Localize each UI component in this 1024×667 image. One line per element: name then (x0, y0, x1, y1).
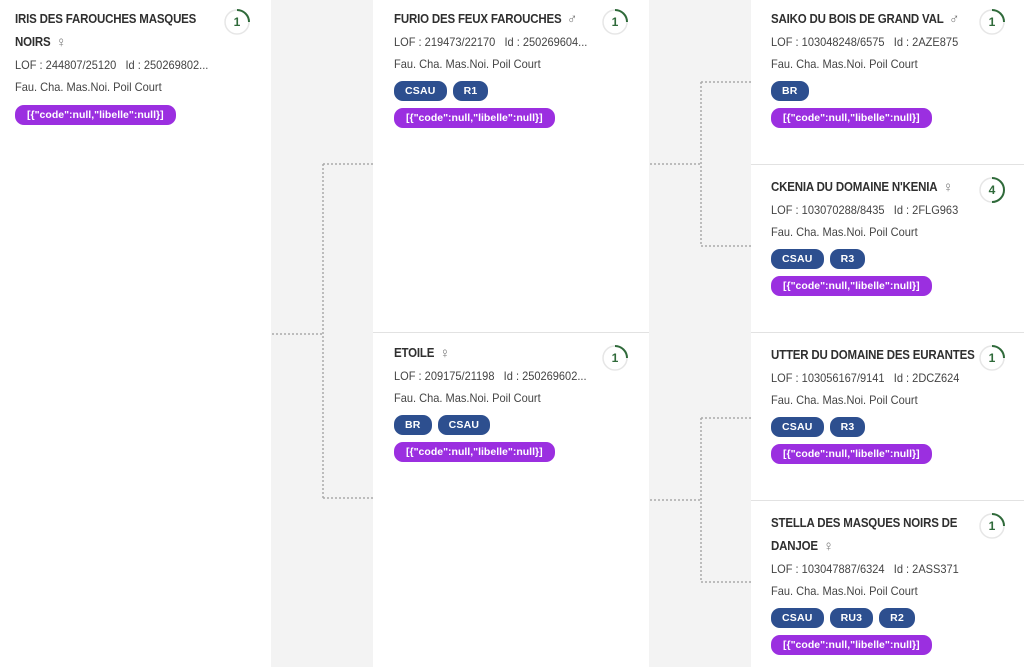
ring-progress-arc (614, 345, 628, 359)
row-divider (751, 332, 1024, 333)
offspring-count-ring[interactable]: 1 (979, 9, 1005, 35)
ring-graphic (602, 345, 628, 371)
dog-breed: Fau. Cha. Mas.Noi. Poil Court (771, 57, 918, 71)
badge-list: BR (771, 81, 981, 101)
offspring-count-ring[interactable]: 1 (979, 513, 1005, 539)
dog-name: SAIKO DU BOIS DE GRAND VAL♂ (771, 8, 964, 31)
dog-breed: Fau. Cha. Mas.Noi. Poil Court (394, 57, 541, 71)
connector-parents-to-grandparents (650, 81, 751, 583)
dog-breed: Fau. Cha. Mas.Noi. Poil Court (15, 80, 162, 94)
dog-name-line2: DANJOE♀ (771, 535, 964, 558)
row-divider (751, 500, 1024, 501)
male-icon: ♂ (949, 11, 960, 28)
badge: CSAU (437, 415, 491, 435)
badge: BR (771, 81, 809, 101)
ring-progress-arc (614, 9, 628, 23)
female-icon: ♀ (439, 345, 450, 362)
badge-list: BR CSAU (394, 415, 604, 435)
badge: R1 (452, 81, 489, 101)
ring-graphic (979, 177, 1005, 203)
badge: RU3 (829, 608, 874, 628)
dog-card[interactable]: IRIS DES FAROUCHES MASQUES NOIRS♀ LOF : … (15, 8, 225, 125)
titles-tag: [{"code":null,"libelle":null}] (771, 635, 932, 655)
titles-tag: [{"code":null,"libelle":null}] (771, 108, 932, 128)
dog-breed: Fau. Cha. Mas.Noi. Poil Court (771, 584, 918, 598)
badge-list: CSAU R1 (394, 81, 604, 101)
dog-card[interactable]: CKENIA DU DOMAINE N'KENIA♀ LOF : 1030702… (771, 176, 981, 296)
dog-name: STELLA DES MASQUES NOIRS DE (771, 516, 958, 530)
offspring-count-ring[interactable]: 1 (979, 345, 1005, 371)
offspring-count-ring[interactable]: 4 (979, 177, 1005, 203)
dog-name: UTTER DU DOMAINE DES EURANTES♂ (771, 344, 990, 367)
titles-tag: [{"code":null,"libelle":null}] (771, 444, 932, 464)
row-divider (751, 164, 1024, 165)
dog-card[interactable]: FURIO DES FEUX FAROUCHES♂ LOF : 219473/2… (394, 8, 604, 128)
ring-progress-arc (236, 9, 250, 23)
badge: CSAU (771, 608, 824, 628)
dog-name: IRIS DES FAROUCHES MASQUES (15, 12, 197, 26)
dog-card[interactable]: SAIKO DU BOIS DE GRAND VAL♂ LOF : 103048… (771, 8, 981, 128)
dog-breed: Fau. Cha. Mas.Noi. Poil Court (771, 225, 918, 239)
badge: R3 (829, 417, 866, 437)
offspring-count-ring[interactable]: 1 (602, 345, 628, 371)
titles-tag: [{"code":null,"libelle":null}] (394, 442, 555, 462)
ring-progress-arc (991, 177, 1005, 203)
female-icon: ♀ (823, 538, 834, 555)
connector-subject-to-parents (272, 163, 373, 499)
dog-name: CKENIA DU DOMAINE N'KENIA♀ (771, 176, 964, 199)
ring-progress-arc (991, 345, 1005, 359)
badge: BR (394, 415, 432, 435)
row-divider (373, 332, 649, 333)
badge: R2 (879, 608, 915, 628)
badge: CSAU (771, 417, 824, 437)
offspring-count-ring[interactable]: 1 (224, 9, 250, 35)
ring-graphic (979, 513, 1005, 539)
dog-card[interactable]: STELLA DES MASQUES NOIRS DE DANJOE♀ LOF … (771, 512, 981, 655)
ring-graphic (224, 9, 250, 35)
ring-graphic (979, 345, 1005, 371)
dog-name-line2: NOIRS♀ (15, 31, 208, 54)
dog-breed: Fau. Cha. Mas.Noi. Poil Court (771, 393, 918, 407)
ring-progress-arc (991, 9, 1005, 23)
ring-progress-arc (991, 513, 1005, 527)
badge: CSAU (771, 249, 824, 269)
badge: R3 (829, 249, 866, 269)
badge-list: CSAU R3 (771, 249, 981, 269)
dog-name: FURIO DES FEUX FAROUCHES♂ (394, 8, 587, 31)
titles-tag: [{"code":null,"libelle":null}] (394, 108, 555, 128)
dog-name: ETOILE♀ (394, 342, 587, 365)
titles-tag: [{"code":null,"libelle":null}] (15, 105, 176, 125)
offspring-count-ring[interactable]: 1 (602, 9, 628, 35)
titles-tag: [{"code":null,"libelle":null}] (771, 276, 932, 296)
female-icon: ♀ (942, 179, 954, 196)
dog-breed: Fau. Cha. Mas.Noi. Poil Court (394, 391, 541, 405)
badge-list: CSAU RU3 R2 (771, 608, 981, 628)
dog-card[interactable]: UTTER DU DOMAINE DES EURANTES♂ LOF : 103… (771, 344, 990, 464)
badge-list: CSAU R3 (771, 417, 981, 437)
ring-graphic (979, 9, 1005, 35)
male-icon: ♂ (566, 11, 578, 28)
badge: CSAU (394, 81, 447, 101)
female-icon: ♀ (56, 34, 67, 51)
ring-graphic (602, 9, 628, 35)
